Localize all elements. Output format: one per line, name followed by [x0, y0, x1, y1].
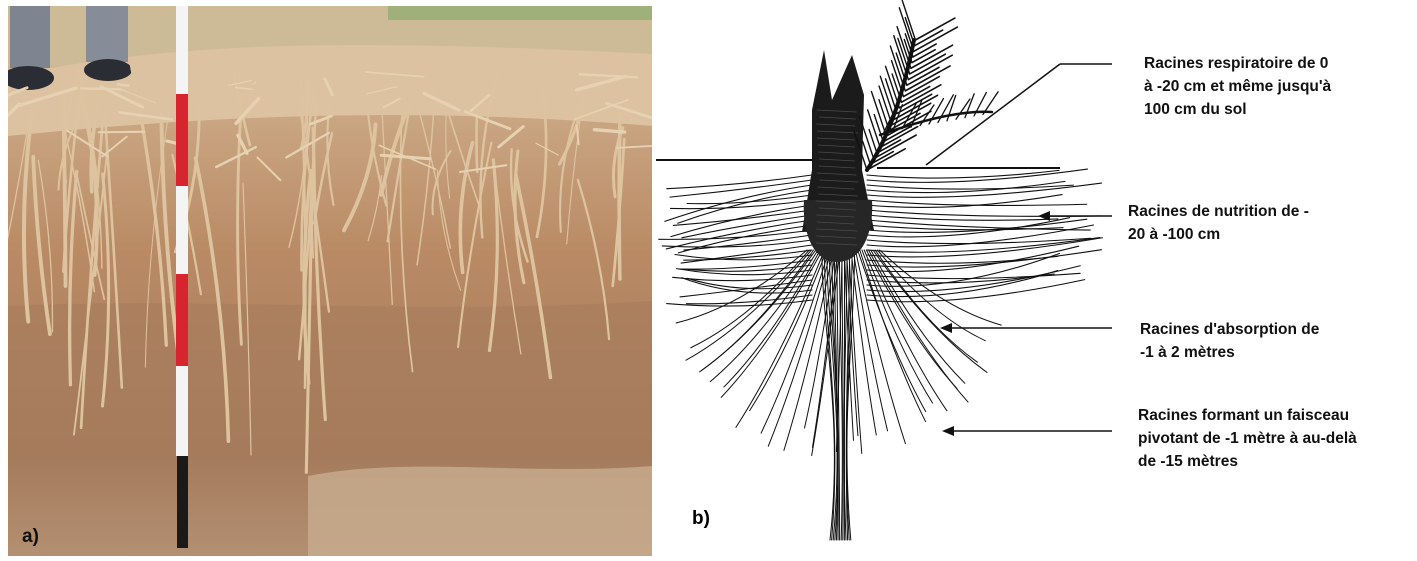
annotation-line: Racines formant un faisceau: [1138, 404, 1357, 427]
lateral-root-right: [867, 185, 1073, 189]
absorption-root: [736, 250, 825, 427]
photo-root: [312, 170, 313, 258]
surface-root: [216, 147, 256, 167]
soil-profile-photo: a): [8, 6, 652, 556]
lateral-root-left: [667, 175, 812, 189]
absorption-root: [864, 250, 947, 411]
absorption-root: [721, 250, 822, 397]
lateral-root-right: [867, 238, 1102, 257]
annotation-line: Racines respiratoire de 0: [1144, 52, 1331, 75]
surface-root: [81, 88, 121, 89]
pole-segment-white: [176, 366, 188, 456]
frond-leaflet: [897, 94, 932, 113]
photo-root: [511, 149, 528, 261]
annotation-faisceau: Racines formant un faisceau pivotant de …: [1138, 404, 1357, 473]
lateral-root-right: [867, 220, 1090, 230]
pole-segment-black: [177, 456, 188, 548]
annotation-line: pivotant de -1 mètre à au-delà: [1138, 427, 1357, 450]
frond-leaflet: [965, 94, 974, 118]
frond-cluster: [854, 1, 998, 170]
annotation-line: Racines d'absorption de: [1140, 318, 1319, 341]
root-strokes: [659, 169, 1103, 540]
surface-root: [118, 85, 129, 86]
surface-root: [617, 145, 652, 148]
annotation-line: -1 à 2 mètres: [1140, 341, 1319, 364]
vegetation-strip: [388, 6, 652, 20]
pole-segment-white: [176, 6, 188, 94]
annotation-line: à -20 cm et même jusqu'à: [1144, 75, 1331, 98]
arrowhead-faisceau: [942, 426, 954, 436]
absorption-root: [880, 250, 1002, 325]
panel-label-b: b): [692, 508, 710, 530]
lateral-root-left: [684, 250, 812, 260]
photo-root: [476, 104, 477, 172]
surface-root: [594, 130, 624, 132]
pit-floor: [308, 466, 652, 556]
frond-leaflet: [902, 87, 930, 103]
annotation-nutrition: Racines de nutrition de - 20 à -100 cm: [1128, 200, 1309, 246]
frond-leaflet: [874, 115, 883, 142]
photo-root: [368, 176, 381, 241]
panel-label-a: a): [22, 526, 39, 548]
annotation-absorption: Racines d'absorption de -1 à 2 mètres: [1140, 318, 1319, 364]
annotation-line: 20 à -100 cm: [1128, 223, 1309, 246]
frond-stem: [880, 112, 992, 135]
annotation-line: 100 cm du sol: [1144, 98, 1331, 121]
pole-segment-red: [176, 94, 188, 186]
lateral-root-right: [867, 246, 1079, 271]
lateral-root-right: [867, 170, 1059, 178]
measuring-pole: [176, 6, 188, 548]
frond-leaflet: [914, 27, 958, 51]
annotation-line: Racines de nutrition de -: [1128, 200, 1309, 223]
pole-segment-white: [176, 186, 188, 274]
frond-leaflet: [908, 55, 952, 79]
frond-leaflet: [902, 1, 915, 40]
photo-root: [381, 92, 392, 304]
frond-leaflet: [915, 18, 954, 40]
frond-leaflet: [907, 67, 939, 85]
shoe-right: [84, 59, 132, 81]
pointer-line-respiratoire: [926, 64, 1060, 165]
annotation-respiratoire: Racines respiratoire de 0 à -20 cm et mê…: [1144, 52, 1331, 121]
annotation-line: de -15 mètres: [1138, 450, 1357, 473]
pole-segment-red: [176, 274, 188, 366]
absorption-root: [768, 250, 831, 446]
person-leg-right: [86, 6, 128, 62]
surface-root: [257, 158, 280, 181]
person-leg-left: [10, 6, 50, 68]
soil-profile-illustration: [8, 6, 652, 556]
lateral-root-left: [662, 240, 812, 247]
root-system-diagram: Racines respiratoire de 0 à -20 cm et mê…: [652, 0, 1417, 561]
photo-root: [63, 97, 65, 286]
